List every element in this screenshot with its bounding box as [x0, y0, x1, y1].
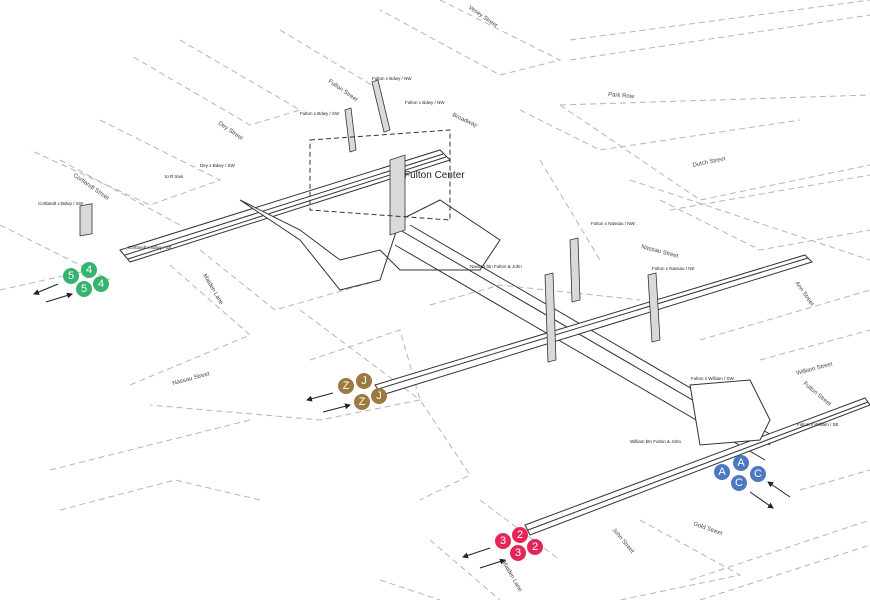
entrance-label[interactable]: Dey x Bdwy / SW	[200, 163, 236, 168]
street-label: Maiden Lane	[201, 273, 224, 307]
entrance-label[interactable]: Fulton x Bdwy / NW	[405, 100, 445, 105]
entrance-label[interactable]: Fulton x William / SW	[691, 376, 735, 381]
street-label: Fulton Street	[802, 381, 832, 408]
entrance-label[interactable]: Nassau btn Fulton & John	[470, 264, 522, 269]
route-bullet-label: A	[737, 457, 745, 469]
street-label: Broadway	[451, 112, 478, 129]
route-bullet-label: 4	[86, 264, 92, 276]
route-bullet-label: Z	[359, 396, 366, 408]
street-label: Nassau Street	[640, 244, 679, 260]
route-bullet-label: A	[718, 466, 726, 478]
route-bullet[interactable]	[338, 378, 354, 394]
entrance-label[interactable]: Cortlandt x Bdwy / SE	[128, 245, 172, 250]
street-label: Fulton Street	[327, 79, 359, 104]
route-bullet[interactable]	[512, 527, 528, 543]
route-bullet-label: 3	[500, 535, 506, 547]
street-label: Maiden Lane	[500, 560, 523, 594]
entrance-label[interactable]: Fulton x Nassau / NE	[652, 266, 695, 271]
entrance-label[interactable]: Fulton x Bdwy / SW	[300, 111, 340, 116]
entrance-label[interactable]: to R train	[165, 174, 184, 179]
street-label: Nassau Street	[172, 371, 211, 387]
route-bullet[interactable]	[356, 373, 372, 389]
street-label: Park Row	[608, 92, 635, 100]
route-bullet-label: 2	[532, 541, 538, 553]
station-structures	[79, 79, 870, 536]
entrance-label[interactable]: Fulton x William / SE	[797, 422, 839, 427]
entrance-label[interactable]: Fulton x Nassau / NW	[591, 221, 636, 226]
route-bullet-label: J	[361, 375, 367, 387]
route-bullets-4-5: 5 4 5 4	[33, 262, 109, 303]
route-bullet-label: 2	[517, 529, 523, 541]
route-bullet[interactable]	[510, 545, 526, 561]
route-bullet-label: 5	[68, 270, 74, 282]
street-label: William Street	[796, 361, 834, 376]
street-label: Vesey Street	[467, 5, 499, 30]
route-bullet[interactable]	[76, 281, 92, 297]
route-bullet-label: Z	[343, 380, 350, 392]
route-bullet[interactable]	[714, 464, 730, 480]
route-bullet-label: C	[735, 477, 743, 489]
entrance-label[interactable]: Fulton x Bdwy / NW	[372, 76, 412, 81]
direction-arrow	[322, 403, 351, 413]
route-bullet-label: 4	[98, 278, 104, 290]
route-bullet[interactable]	[733, 455, 749, 471]
route-bullet-label: J	[376, 390, 382, 402]
route-bullet[interactable]	[93, 276, 109, 292]
station-title: Fulton Center	[404, 170, 465, 181]
route-bullet[interactable]	[495, 533, 511, 549]
street-label: Gold Street	[692, 521, 723, 537]
route-bullet[interactable]	[731, 475, 747, 491]
street-label: Ann Street	[793, 281, 814, 308]
route-bullet[interactable]	[527, 539, 543, 555]
direction-arrow	[749, 491, 774, 509]
route-bullet-label: 3	[515, 547, 521, 559]
route-bullet-label: 5	[81, 283, 87, 295]
entrance-labels: Fulton x Bdwy / NW Fulton x Bdwy / NW Fu…	[38, 76, 839, 444]
street-label: John Street	[610, 527, 635, 555]
direction-arrow	[33, 283, 59, 295]
route-bullet[interactable]	[81, 262, 97, 278]
direction-arrow	[462, 547, 491, 559]
route-bullet[interactable]	[371, 388, 387, 404]
entrance-label[interactable]: William btn Fulton & John	[630, 439, 682, 444]
route-bullet-label: C	[754, 468, 762, 480]
street-label: Dutch Street	[692, 156, 726, 169]
street-label: Dey Street	[217, 121, 244, 142]
route-bullet[interactable]	[750, 466, 766, 482]
route-bullet[interactable]	[354, 394, 370, 410]
direction-arrow	[306, 392, 334, 402]
direction-arrow	[479, 558, 506, 569]
direction-arrow	[767, 481, 791, 498]
route-bullets-a-c: A A C C	[714, 455, 791, 509]
street-labels: Vesey Street Park Row Fulton Street Dey …	[72, 5, 834, 594]
route-bullets-2-3: 3 2 3 2	[462, 527, 543, 569]
route-bullet[interactable]	[63, 268, 79, 284]
direction-arrow	[45, 292, 73, 303]
route-bullets-j-z: Z J Z J	[306, 373, 387, 413]
entrance-label[interactable]: Cortlandt x Bdwy / SW	[38, 201, 84, 206]
